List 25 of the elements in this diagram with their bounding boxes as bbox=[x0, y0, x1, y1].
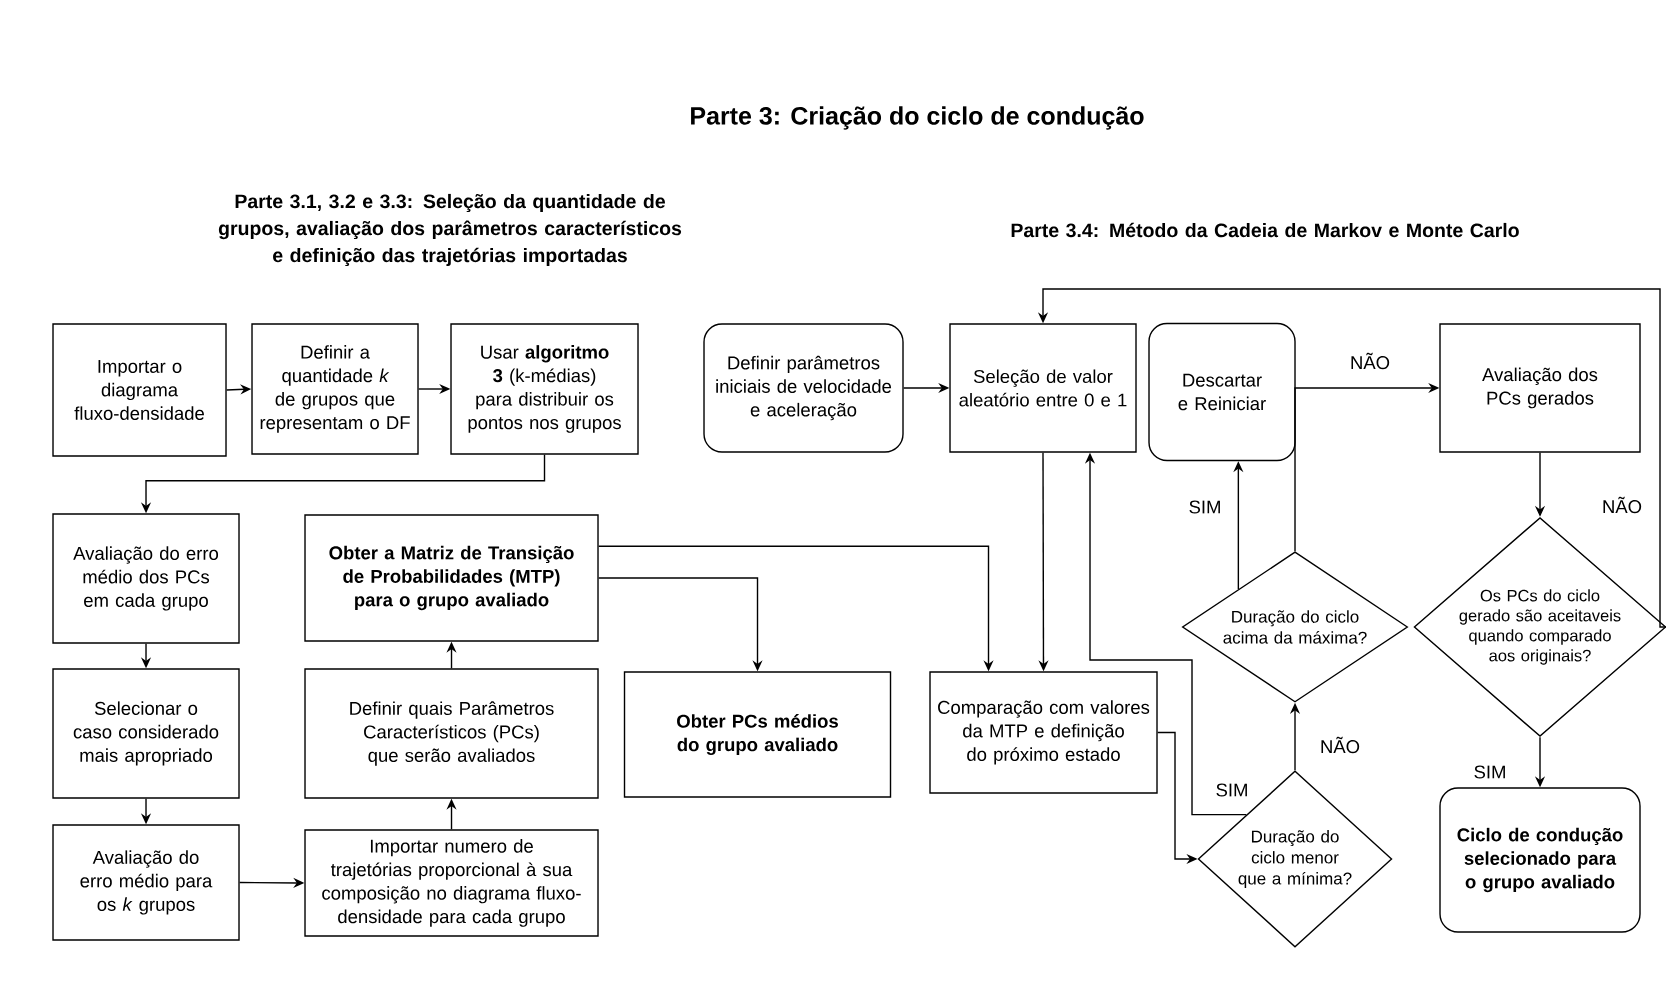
process-box: Obter a Matriz de Transição de Probabilidades (MTP) para o grupo avaliado bbox=[304, 514, 599, 642]
edge-label: NÃO bbox=[1347, 350, 1393, 372]
rounded-box: Definir parâmetros iniciais de velocidade e aceleração bbox=[703, 323, 904, 453]
title: Parte 3: Criação do ciclo de condução bbox=[691, 106, 1144, 130]
process-box: Usar algoritmo 3 (k-médias) para distribuir os pontos nos grupos bbox=[450, 323, 639, 455]
process-box: Selecionar o caso considerado mais apropriado bbox=[52, 668, 240, 799]
edge-label: SIM bbox=[1471, 763, 1509, 781]
process-box: Comparação com valores da MTP e definição do próximo estado bbox=[929, 671, 1158, 794]
process-box: Seleção de valor aleatório entre 0 e 1 bbox=[949, 323, 1137, 453]
section-heading: Parte 3.1, 3.2 e 3.3: Seleção da quantidade de grupos, avaliação dos parâmetros característicos e definição das trajetórias importadas bbox=[218, 193, 682, 267]
edge-label: SIM bbox=[1186, 498, 1224, 516]
process-box: Importar o diagrama fluxo-densidade bbox=[52, 323, 227, 457]
edge-label: NÃO bbox=[1317, 734, 1363, 756]
edge-label: NÃO bbox=[1599, 494, 1645, 516]
process-box: Definir a quantidade k de grupos que representam o DF bbox=[251, 323, 419, 455]
process-box: Avaliação dos PCs gerados bbox=[1439, 323, 1641, 453]
process-box: Definir quais Parâmetros Característicos (PCs) que serão avaliados bbox=[304, 668, 599, 799]
process-box: Obter PCs médios do grupo avaliado bbox=[623, 671, 892, 798]
process-box: Importar numero de trajetórias proporcional à sua composição no diagrama fluxo-densidade para cada grupo bbox=[304, 829, 599, 937]
process-box: Avaliação do erro médio para os k grupos bbox=[52, 824, 240, 941]
section-heading: Parte 3.4: Método da Cadeia de Markov e Monte Carlo bbox=[1011, 222, 1519, 238]
rounded-box: Ciclo de condução selecionado para o grupo avaliado bbox=[1439, 787, 1641, 933]
process-box: Avaliação do erro médio dos PCs em cada grupo bbox=[52, 513, 240, 644]
rounded-box: Descartar e Reiniciar bbox=[1148, 322, 1296, 462]
edge-label: SIM bbox=[1213, 781, 1251, 799]
